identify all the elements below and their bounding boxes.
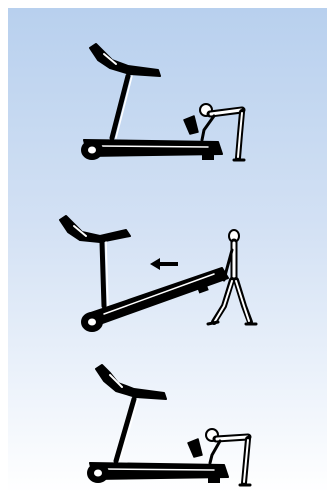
base-frame <box>90 463 228 479</box>
console-handlebar <box>90 44 160 76</box>
step-2-lowered-treadmill <box>8 210 327 360</box>
upright-post <box>112 76 128 138</box>
step-1-folded-treadmill <box>8 30 327 180</box>
person-arm <box>202 116 214 140</box>
treadmill <box>60 216 228 331</box>
treadmill <box>82 44 222 160</box>
treadmill <box>88 365 228 483</box>
direction-arrow-left <box>150 258 178 270</box>
console-handlebar <box>96 365 166 399</box>
folded-deck-tip <box>184 116 198 134</box>
console-handlebar <box>60 216 130 242</box>
upright-post <box>116 399 134 461</box>
step-3-folded-treadmill <box>8 355 327 497</box>
upright-post <box>102 242 104 306</box>
folded-deck-tip <box>188 439 202 457</box>
base-frame <box>84 140 222 156</box>
person-arm <box>210 441 220 463</box>
